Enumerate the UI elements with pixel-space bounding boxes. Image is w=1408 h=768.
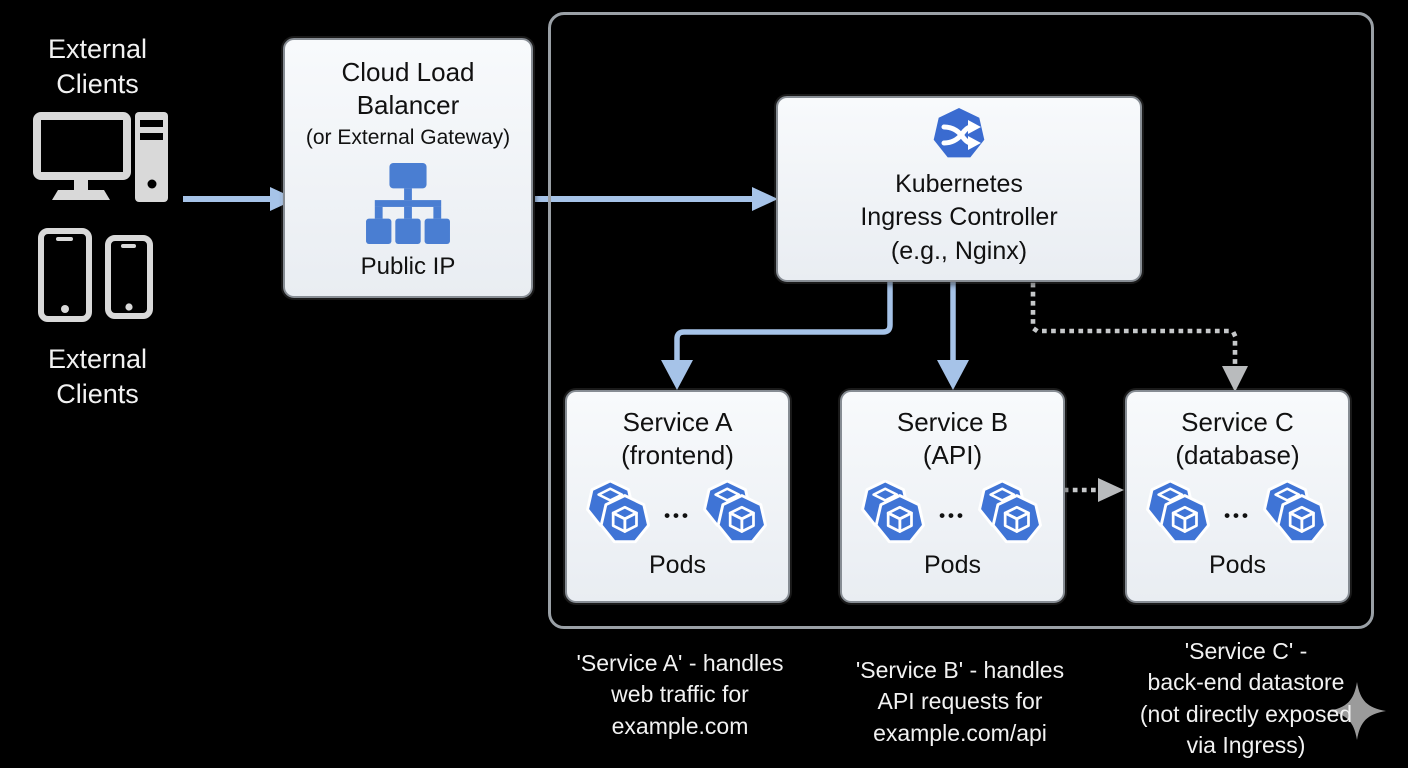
- kubernetes-ingress-icon: [933, 108, 985, 158]
- service-c-caption: 'Service C' - back-end datastore (not di…: [1139, 638, 1353, 758]
- service-b-subtitle: (API): [922, 440, 983, 471]
- ingress-controller-node: Kubernetes Ingress Controller (e.g., Ngi…: [776, 96, 1142, 282]
- pods-ellipsis: •••: [1224, 505, 1251, 525]
- service-c-title: Service C: [1181, 407, 1294, 437]
- service-a-title: Service A: [622, 407, 733, 437]
- load-balancer-subtitle: (or External Gateway): [305, 125, 511, 149]
- arrow-ingress-to-service-a: [661, 282, 893, 390]
- service-b-pods-row: •••: [859, 479, 1046, 549]
- external-clients-label-top: External Clients: [47, 34, 148, 100]
- pods-icon: [861, 479, 926, 543]
- service-a-node: Service A (frontend) ••• Pods: [565, 390, 790, 603]
- service-c-pods-row: •••: [1144, 479, 1331, 549]
- service-c-pods-label: Pods: [1209, 550, 1266, 579]
- service-c-subtitle: (database): [1175, 440, 1300, 471]
- service-a-subtitle: (frontend): [621, 440, 734, 471]
- arrow-loadbalancer-to-ingress: [535, 187, 778, 211]
- service-b-caption: 'Service B' - handles API requests for e…: [855, 657, 1065, 746]
- public-ip-label: Public IP: [360, 252, 456, 280]
- pods-icon: [586, 479, 651, 543]
- desktop-computer-icon: [33, 112, 168, 202]
- pods-icon: [1262, 479, 1327, 543]
- mobile-phones-icon: [38, 228, 153, 322]
- arrow-ingress-to-service-b: [937, 282, 969, 390]
- dotted-arrow-service-b-to-service-c: [1063, 478, 1124, 502]
- dotted-arrow-ingress-to-service-c: [1030, 282, 1248, 392]
- external-clients-label-bottom: External Clients: [47, 344, 148, 410]
- service-a-pods-row: •••: [584, 479, 771, 549]
- service-a-caption: 'Service A' - handles web traffic for ex…: [576, 650, 784, 739]
- service-b-title: Service B: [896, 407, 1009, 437]
- ingress-title: Kubernetes Ingress Controller (e.g., Ngi…: [860, 170, 1058, 265]
- service-b-node: Service B (API) ••• Pods: [840, 390, 1065, 603]
- pods-ellipsis: •••: [664, 505, 691, 525]
- load-balancer-title: Cloud Load Balancer: [341, 57, 475, 121]
- cloud-load-balancer-node: Cloud Load Balancer (or External Gateway…: [283, 38, 533, 298]
- service-b-pods-label: Pods: [924, 550, 981, 579]
- network-tree-icon: [366, 162, 450, 244]
- service-c-node: Service C (database) ••• Pods: [1125, 390, 1350, 603]
- kubernetes-cluster-boundary: [548, 12, 1374, 629]
- arrow-clients-to-loadbalancer: [183, 187, 296, 211]
- service-a-pods-label: Pods: [649, 550, 706, 579]
- pods-icon: [977, 479, 1042, 543]
- pods-icon: [702, 479, 767, 543]
- pods-ellipsis: •••: [939, 505, 966, 525]
- sparkle-icon: [1328, 682, 1386, 740]
- pods-icon: [1146, 479, 1211, 543]
